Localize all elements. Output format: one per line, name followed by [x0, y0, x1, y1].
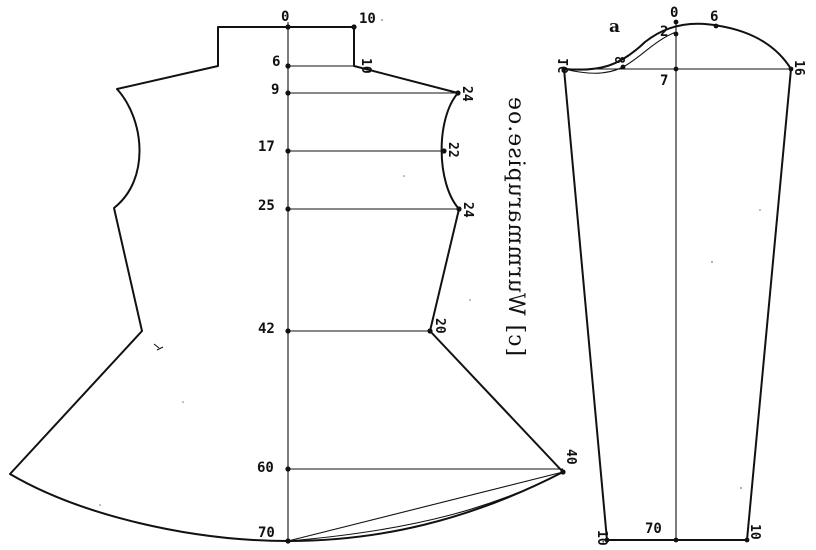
sleeve-label-2: 2 [660, 24, 668, 40]
sleeve-point-8 [620, 64, 626, 70]
sleeve-label-right: 16 [791, 60, 806, 76]
label-neck: 6 [272, 54, 280, 70]
point-hem [285, 538, 291, 544]
sleeve-label-left: 16 [557, 58, 572, 74]
point-hem-corner [560, 469, 566, 475]
point-shoulder [285, 90, 291, 96]
sleeve-pattern: a 0 2 6 8 7 16 16 70 10 10 [557, 5, 806, 546]
point-hip [285, 328, 291, 334]
sleeve-letter: a [609, 17, 620, 37]
stray-mark [153, 343, 164, 351]
point-hip-end [427, 328, 433, 334]
point-waist-end [456, 206, 462, 212]
sleeve-point-7 [673, 66, 679, 72]
scan-specks [99, 19, 761, 506]
hem-diagonal [287, 471, 564, 542]
label-waist-width: 24 [460, 202, 475, 218]
sleeve-point-top [673, 19, 679, 25]
label-hem-width: 40 [563, 449, 578, 465]
bodice-pattern: 0 10 6 9 17 25 42 60 70 10 24 22 24 20 4… [9, 9, 578, 544]
label-neck-drop: 10 [358, 58, 373, 74]
point-top [285, 24, 291, 30]
sleeve-point-left [561, 66, 567, 72]
sleeve-point-cuff-left [604, 537, 610, 543]
sleeve-point-cuff-right [744, 537, 750, 543]
hem-curve-guide [287, 471, 564, 542]
sleeve-outline [563, 22, 792, 541]
label-shoulder-width: 24 [459, 86, 474, 102]
sleeve-label-8: 8 [611, 56, 626, 64]
point-waist [285, 206, 291, 212]
label-waist: 25 [258, 198, 275, 214]
label-shoulder: 9 [271, 82, 279, 98]
point-knee [285, 466, 291, 472]
sleeve-label-length: 70 [645, 521, 662, 537]
label-hip: 42 [258, 321, 275, 337]
label-top: 0 [281, 9, 289, 25]
sleeve-point-6 [713, 23, 719, 29]
point-neck [285, 63, 291, 69]
sleeve-label-cuff-left: 10 [594, 530, 609, 546]
label-chest: 17 [258, 139, 275, 155]
sleeve-label-7: 7 [660, 73, 668, 89]
sleeve-label-cuff-right: 10 [747, 524, 762, 540]
bodice-outline [9, 26, 564, 542]
label-chest-width: 22 [445, 142, 460, 158]
point-chest [285, 148, 291, 154]
sleeve-point-2 [673, 31, 679, 37]
label-hip-width: 20 [432, 318, 447, 334]
point-neck-width [351, 24, 357, 30]
sleeve-label-6: 6 [710, 9, 718, 25]
sleeve-point-cuff-mid [673, 537, 679, 543]
side-caption: [c] Wurmmarupise.oe [503, 96, 528, 356]
point-chest-end [441, 148, 447, 154]
sleeve-label-top: 0 [670, 5, 678, 21]
label-neck-width: 10 [359, 11, 376, 27]
point-shoulder-end [455, 90, 461, 96]
sleeve-point-right [788, 66, 794, 72]
label-hem: 70 [258, 525, 275, 541]
label-knee: 60 [257, 460, 274, 476]
